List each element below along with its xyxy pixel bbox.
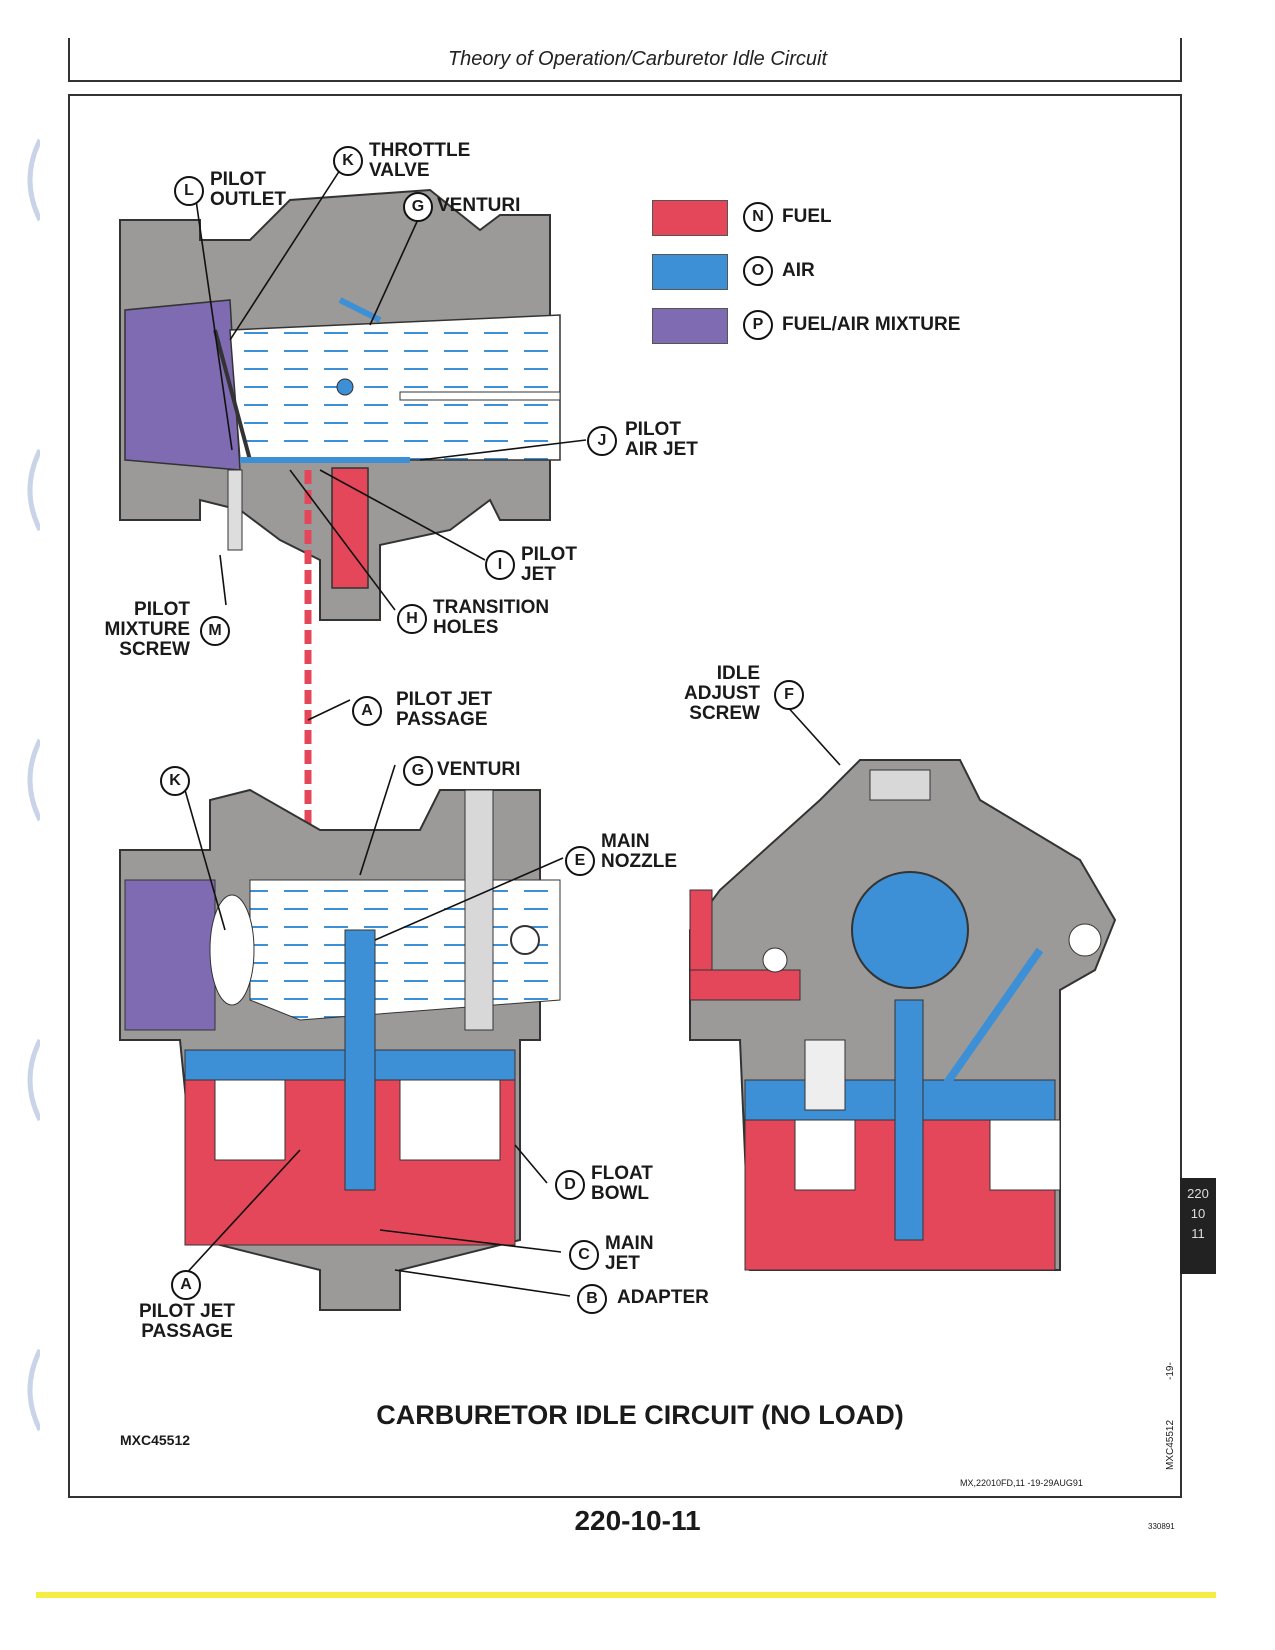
callout-j: J	[587, 426, 617, 456]
legend-fuel-label: FUEL	[782, 206, 832, 227]
page-small-id: 330891	[1148, 1522, 1175, 1531]
label-pilot-jet-passage-top: PILOT JET PASSAGE	[396, 689, 493, 730]
section-tab-line-3: 11	[1191, 1226, 1205, 1241]
callout-k-bottom: K	[160, 766, 190, 796]
callout-l: L	[174, 176, 204, 206]
legend-swatch-fuel	[652, 200, 728, 236]
legend-swatch-mixture	[652, 308, 728, 344]
callout-i: I	[485, 550, 515, 580]
callout-g: G	[403, 192, 433, 222]
section-tab-line-2: 10	[1190, 1206, 1206, 1221]
label-transition-holes: TRANSITION HOLES	[433, 597, 550, 638]
callout-c: C	[569, 1240, 599, 1270]
label-pilot-air-jet: PILOT AIR JET	[625, 419, 698, 460]
label-main-jet: MAIN JET	[605, 1233, 654, 1274]
bottom-left-carburetor-view	[119, 788, 561, 1311]
label-adapter: ADAPTER	[617, 1287, 709, 1308]
label-float-bowl: FLOAT BOWL	[591, 1163, 653, 1204]
side-figure-number: -19-	[1165, 1362, 1176, 1380]
top-carburetor-view	[119, 188, 561, 621]
callout-p: P	[743, 310, 773, 340]
figure-reference: MX,22010FD,11 -19-29AUG91	[960, 1478, 1083, 1488]
header-rule	[68, 38, 1182, 82]
label-venturi: VENTURI	[437, 195, 521, 216]
label-throttle-valve: THROTTLE VALVE	[369, 140, 471, 181]
callout-d: D	[555, 1170, 585, 1200]
label-venturi-bottom: VENTURI	[437, 759, 521, 780]
legend-air-label: AIR	[782, 260, 815, 281]
yellow-edge-strip	[36, 1592, 1216, 1598]
callout-o: O	[743, 256, 773, 286]
label-pilot-outlet: PILOT OUTLET	[210, 169, 286, 210]
callout-a-top: A	[352, 696, 382, 726]
callout-a-bottom: A	[171, 1270, 201, 1300]
label-main-nozzle: MAIN NOZZLE	[601, 831, 677, 872]
section-tab-line-1: 220	[1187, 1186, 1209, 1201]
callout-m: M	[200, 616, 230, 646]
side-figure-id: MXC45512	[1165, 1419, 1176, 1470]
label-pilot-jet: PILOT JET	[521, 544, 577, 585]
section-tab: 220 10 11	[1180, 1178, 1216, 1274]
label-pilot-mixture-screw: PILOT MIXTURE SCREW	[104, 599, 191, 660]
header-title: Theory of Operation/Carburetor Idle Circ…	[447, 48, 828, 70]
callout-g-bottom: G	[403, 756, 433, 786]
leader-lines	[182, 169, 841, 1297]
legend-mixture-label: FUEL/AIR MIXTURE	[782, 314, 961, 335]
callout-h: H	[397, 604, 427, 634]
figure-title: CARBURETOR IDLE CIRCUIT (NO LOAD)	[376, 1400, 904, 1430]
legend-swatch-air	[652, 254, 728, 290]
label-pilot-jet-passage-bottom: PILOT JET PASSAGE	[138, 1301, 236, 1342]
callout-n: N	[743, 202, 773, 232]
figure-frame	[68, 94, 1182, 1498]
callout-f: F	[774, 680, 804, 710]
page-number: 220-10-11	[574, 1505, 701, 1536]
binder-holes	[27, 138, 40, 1432]
callout-e: E	[565, 846, 595, 876]
bottom-right-carburetor-view	[689, 759, 1117, 1271]
callout-k: K	[333, 146, 363, 176]
figure-id: MXC45512	[120, 1432, 191, 1448]
label-idle-adjust-screw: IDLE ADJUST SCREW	[683, 663, 760, 724]
callout-b: B	[577, 1284, 607, 1314]
